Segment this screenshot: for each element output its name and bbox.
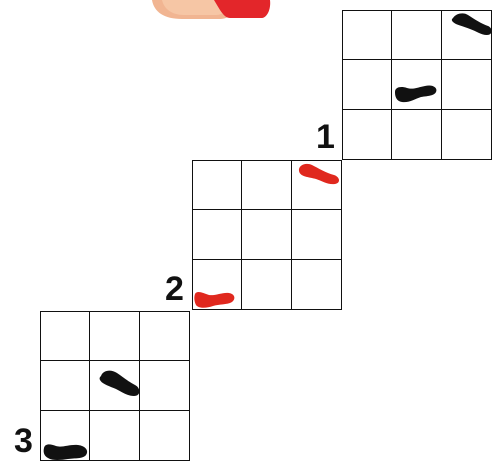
foot-with-red-shoe-icon — [150, 0, 272, 20]
grid-cell — [90, 411, 140, 461]
grid-cell — [90, 361, 140, 411]
grid-cell — [90, 311, 140, 361]
grid-cell — [242, 160, 292, 210]
grid-cell — [242, 260, 292, 310]
grid-cell — [442, 10, 492, 60]
grid-cell — [392, 60, 442, 110]
grid-cell — [342, 110, 392, 160]
step-label-3: 3 — [14, 424, 33, 458]
grid-cell — [192, 160, 242, 210]
step-label-2: 2 — [165, 272, 184, 306]
step-label-1: 1 — [316, 120, 335, 154]
grid-cell — [242, 210, 292, 260]
grid-cell — [292, 160, 342, 210]
grid-cell — [40, 411, 90, 461]
grid-cell — [442, 110, 492, 160]
grid-cell — [392, 10, 442, 60]
grid-cell — [342, 10, 392, 60]
grid-cell — [140, 411, 190, 461]
grid-cell — [442, 60, 492, 110]
grid-step-3 — [40, 311, 190, 461]
grid-cell — [292, 260, 342, 310]
grid-cell — [40, 361, 90, 411]
grid-cell — [342, 60, 392, 110]
grid-cell — [192, 210, 242, 260]
grid-step-2 — [192, 160, 342, 310]
grid-step-1 — [342, 10, 492, 160]
grid-cell — [40, 311, 90, 361]
grid-cell — [292, 210, 342, 260]
grid-cell — [140, 361, 190, 411]
grid-cell — [192, 260, 242, 310]
grid-cell — [392, 110, 442, 160]
grid-cell — [140, 311, 190, 361]
